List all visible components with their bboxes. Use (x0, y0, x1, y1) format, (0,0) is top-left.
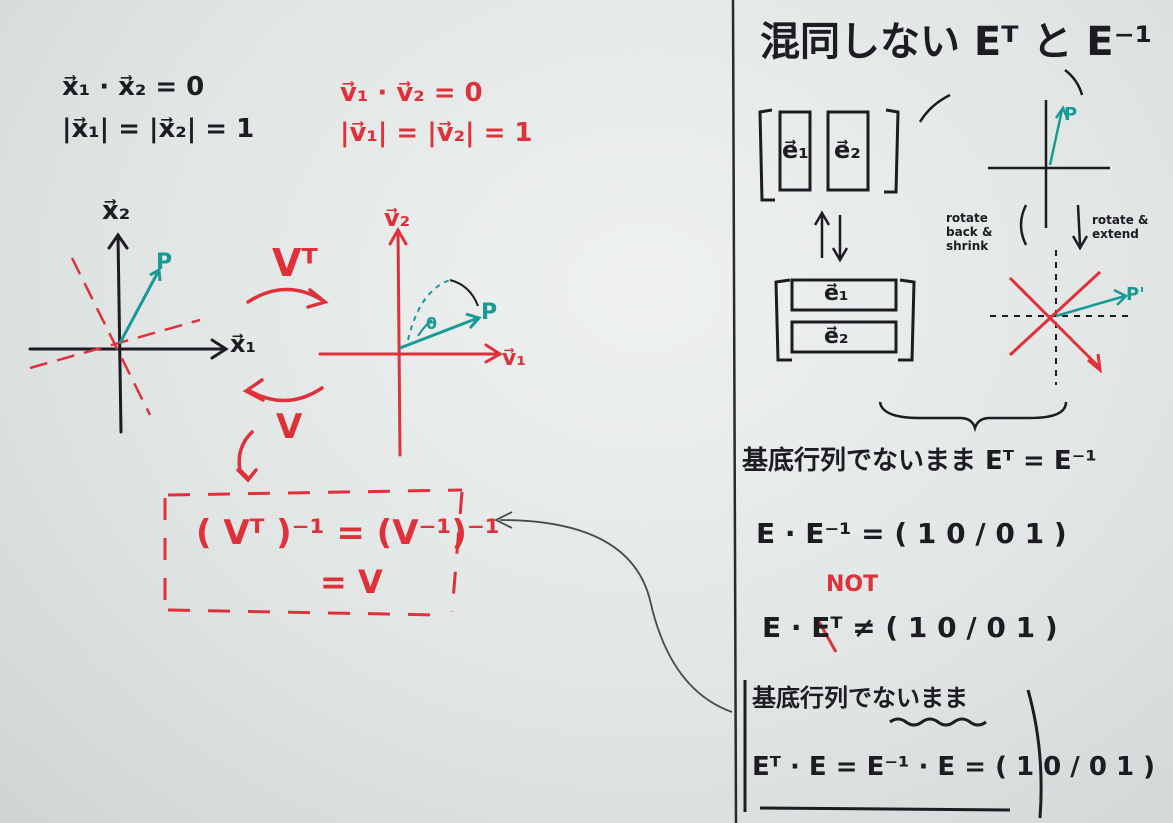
box-line-2: = V (320, 563, 383, 601)
final-equation: Eᵀ · E = E⁻¹ · E = ( 1 0 / 0 1 ) (752, 752, 1155, 782)
vt-label: Vᵀ (272, 241, 318, 285)
rotate-back-note: rotate back & shrink (946, 211, 993, 253)
brace (878, 401, 1068, 433)
black-norm-eq: |x⃗₁| = |x⃗₂| = 1 (62, 114, 255, 144)
basis-statement: 基底行列でないまま Eᵀ = E⁻¹ (742, 446, 1097, 476)
transform-arrows (236, 287, 329, 483)
row-e1: e⃗₁ (824, 281, 849, 306)
red-orthogonal-eq: v⃗₁ · v⃗₂ = 0 (340, 78, 483, 108)
left-axes (28, 232, 229, 434)
small-axes-top (988, 100, 1110, 228)
right-vector-p (399, 279, 482, 350)
left-dashed-axes (29, 257, 201, 416)
connector-arrow (493, 511, 733, 713)
column-e1: e⃗₁ (782, 136, 809, 164)
black-orthogonal-eq: x⃗₁ · x⃗₂ = 0 (62, 72, 205, 102)
axis-v1-label: v⃗₁ (502, 346, 526, 371)
axis-v2-label: v⃗₂ (384, 204, 411, 232)
not-label: NOT (826, 572, 879, 597)
left-vector-p (118, 267, 162, 344)
column-matrix (758, 108, 900, 202)
axis-x2-label: x⃗₂ (102, 196, 131, 226)
inverse-equation: E · E⁻¹ = ( 1 0 / 0 1 ) (756, 517, 1067, 550)
theta-label: θ (426, 314, 437, 333)
box-line-1: ( Vᵀ )⁻¹ = (V⁻¹)⁻¹ (196, 513, 500, 553)
right-axes (318, 226, 503, 457)
p-top: P (1064, 104, 1078, 125)
v-label: V (276, 407, 303, 447)
small-axes-bottom (990, 250, 1130, 385)
red-norm-eq: |v⃗₁| = |v⃗₂| = 1 (340, 118, 533, 148)
divider-line (731, 0, 738, 823)
transpose-equation: E · Eᵀ ≠ ( 1 0 / 0 1 ) (762, 611, 1058, 644)
p-prime: P' (1126, 284, 1145, 305)
dashed-box (163, 488, 464, 617)
point-p-right: P (481, 300, 498, 325)
axis-x1-label: x⃗₁ (230, 330, 256, 358)
rotate-extend-note: rotate & extend (1092, 213, 1149, 241)
column-e2: e⃗₂ (834, 136, 861, 164)
row-matrix (774, 278, 916, 362)
right-heading: 混同しない Eᵀ と E⁻¹ (760, 19, 1153, 65)
swap-arrows (813, 210, 849, 263)
point-p-left: P (156, 250, 173, 275)
row-e2: e⃗₂ (824, 324, 849, 349)
basis-statement-2: 基底行列でないまま (752, 684, 968, 712)
